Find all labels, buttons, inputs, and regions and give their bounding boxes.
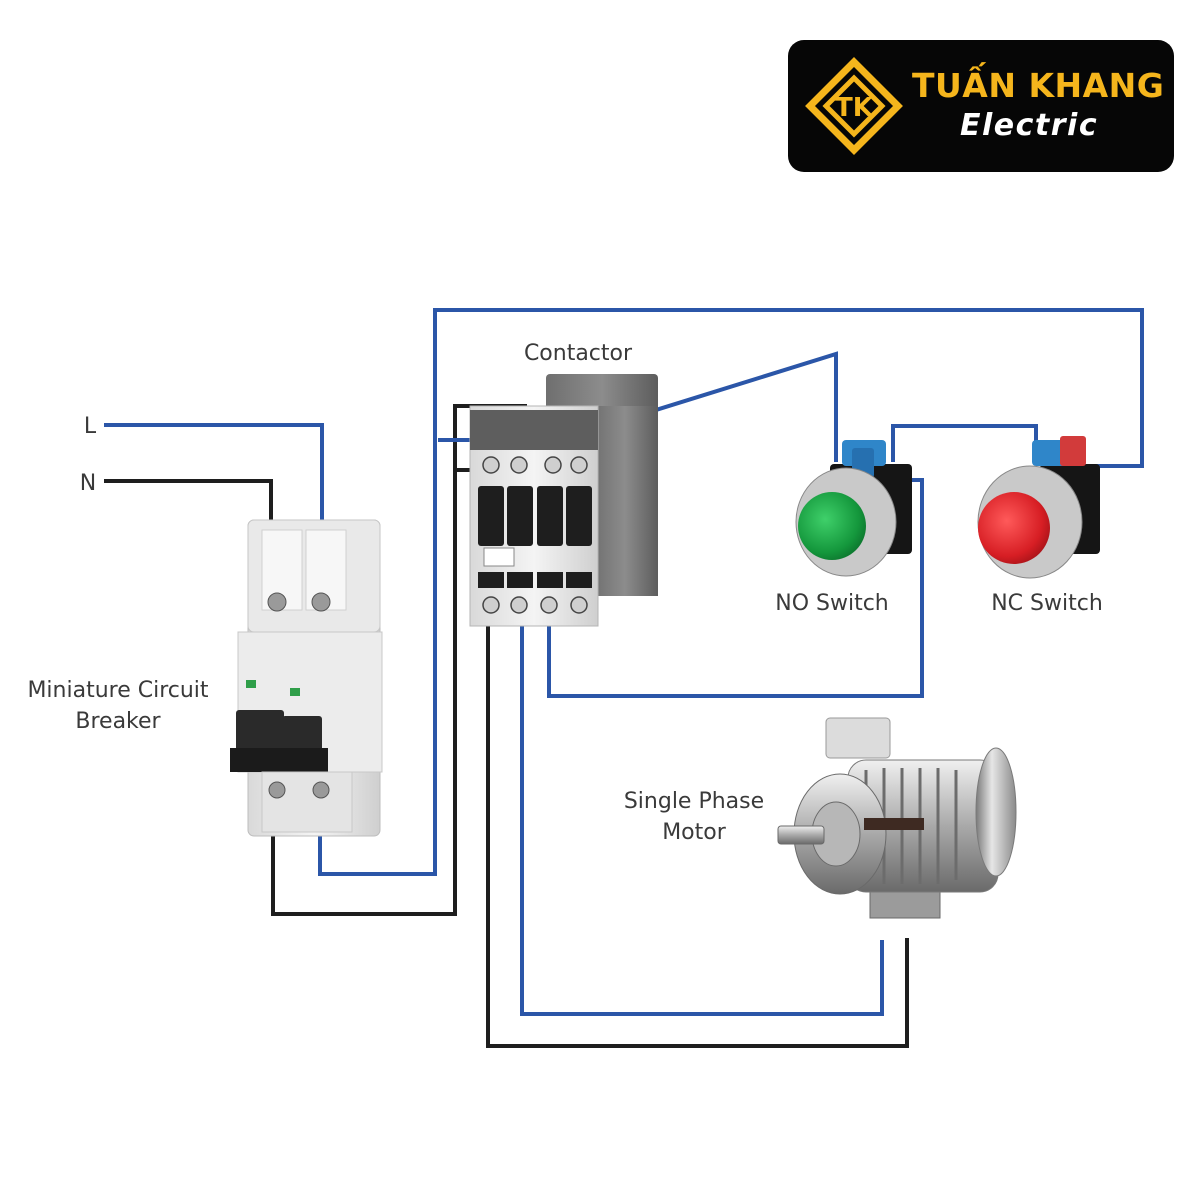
brand-subtitle: Electric: [960, 108, 1099, 143]
label-breaker-line2: Breaker: [75, 709, 161, 734]
contactor-icon: [469, 374, 658, 627]
red-push-button-icon: [977, 436, 1100, 579]
wire-neutral-to-breaker: [104, 479, 273, 600]
wire-breaker-neutral-to-contactor: [271, 468, 489, 916]
circuit-breaker-icon: [230, 519, 383, 837]
wire-no-to-nc-switch: [891, 424, 1038, 462]
logo-monogram: TK: [835, 93, 874, 123]
green-push-button-icon: [795, 440, 912, 577]
electric-motor-icon: [777, 717, 1017, 919]
wire-breaker-live-to-contactor-loop: [318, 308, 1144, 876]
label-no-switch: NO Switch: [775, 591, 889, 616]
wire-contactor-to-motor-live: [520, 612, 884, 1016]
label-nc-switch: NC Switch: [991, 591, 1103, 616]
tk-monogram-icon: TK: [805, 57, 903, 155]
brand-logo: TK TUẤN KHANG Electric: [788, 40, 1174, 172]
label-contactor: Contactor: [524, 341, 633, 366]
label-breaker-line1: Miniature Circuit: [27, 678, 208, 703]
wire-contactor-to-motor-neutral: [486, 612, 909, 1048]
wire-no-switch-to-aux-contact: [547, 478, 924, 698]
brand-name: TUẤN KHANG: [912, 66, 1165, 105]
label-motor-line2: Motor: [662, 820, 727, 845]
label-motor-line1: Single Phase: [624, 789, 764, 814]
label-neutral: N: [80, 471, 96, 496]
label-line: L: [84, 414, 97, 439]
